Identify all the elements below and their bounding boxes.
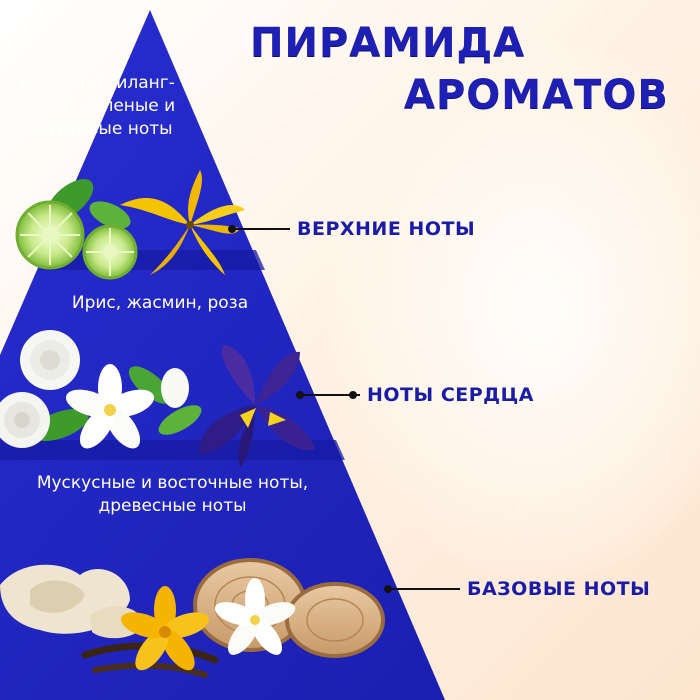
background-glow — [330, 40, 700, 580]
white-rose-icon — [20, 330, 80, 390]
white-flower-icon — [214, 578, 296, 655]
heart-notes-label: НОТЫ СЕРДЦА — [367, 384, 534, 406]
jasmine-bud-icon — [161, 368, 189, 408]
leaf-mid-2 — [128, 366, 172, 404]
leaf-mid-3 — [158, 405, 202, 435]
connector-mid — [296, 391, 360, 399]
jasmine-flower-icon — [65, 364, 155, 449]
connector-bottom — [384, 585, 460, 593]
white-rose-icon-2 — [0, 392, 50, 448]
top-notes-description: Бергамот, иланг-иланг, зеленые и фруктов… — [19, 73, 176, 139]
top-notes-label: ВЕРХНИЕ НОТЫ — [297, 218, 476, 240]
connector-top — [228, 225, 290, 233]
musk-resin-icon — [0, 564, 145, 639]
title-line-2: АРОМАТОВ — [404, 72, 669, 118]
wood-slice-icon-2 — [285, 582, 385, 658]
yellow-flower-icon — [120, 586, 210, 671]
heart-notes-description: Ирис, жасмин, роза — [71, 293, 249, 313]
ylang-ylang-flower-icon — [120, 170, 245, 275]
base-notes-label: БАЗОВЫЕ НОТЫ — [467, 578, 651, 600]
base-notes-description: Мускусные и восточные ноты, древесные но… — [36, 473, 309, 516]
leaf-top-2 — [89, 201, 131, 229]
title-line-1: ПИРАМИДА — [250, 20, 526, 66]
bergamot-icon — [15, 200, 85, 270]
iris-flower-icon — [199, 345, 315, 468]
bergamot-icon-2 — [82, 224, 138, 280]
